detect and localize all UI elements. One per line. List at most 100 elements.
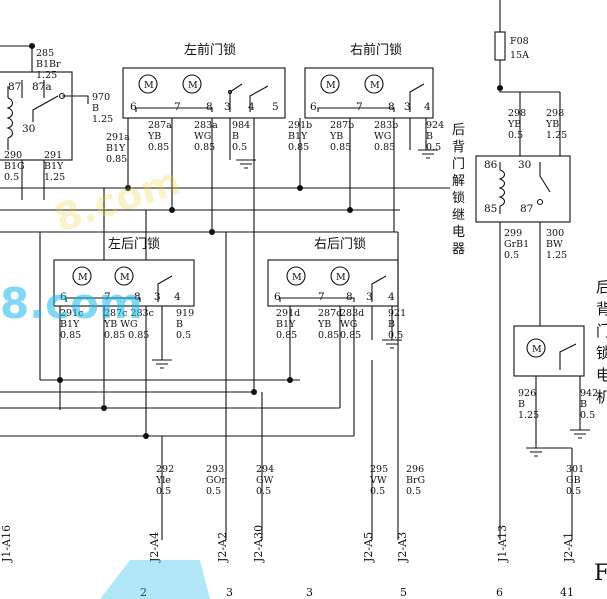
svg-text:3: 3 [404,101,411,113]
vertical-title-char: 后 [596,278,607,296]
svg-text:7: 7 [174,101,181,113]
wire-label-line: 283b [374,120,398,131]
wire-label-line: B [232,131,239,142]
wire-label-line: 0.85 [60,330,81,341]
wire-label-line: B1Y [44,161,64,172]
connector-label: J2-A1 [562,532,575,563]
vertical-title-char: 门 [596,322,607,340]
svg-text:8: 8 [134,291,141,303]
wire-label-line: 293 [206,464,224,475]
wire-label-line: 984 [232,120,250,131]
bottom-number: 3 [306,586,313,599]
lr-lock [53,259,195,307]
wire-label-line: YB [507,119,521,130]
vertical-title-char: 后 [452,123,465,138]
wire-label-line: 0.85 [340,330,361,341]
wire-label-line: 290 [4,150,22,161]
wire-label-line: 294 [256,464,274,475]
wire-label-line: 1.25 [36,70,57,81]
svg-text:4: 4 [174,291,181,303]
right-relay [475,155,571,223]
wire-label-line: 296 [406,464,424,475]
rr-lock-pins: 6 7 8 3 4 [274,291,395,303]
wire-label-line: 1.25 [44,172,65,183]
wire-label-line: 924 [426,120,444,131]
svg-text:87: 87 [520,203,533,215]
svg-text:4: 4 [388,291,395,303]
bottom-number: 6 [496,586,503,599]
connector-label: J2-A30 [252,525,265,563]
wire-label-line: 0.5 [508,130,523,141]
wire-label-line: 298 [546,108,564,119]
wire-label-line: 0.85 0.85 [104,330,149,341]
wire-label-line: 0.5 [566,486,581,497]
wire-label-line: WG [374,131,391,142]
ground-symbols [152,149,590,457]
wire-label-line: B [426,131,433,142]
wire-label-line: B1Y [60,319,80,330]
vertical-title-char: 机 [596,388,607,406]
wire-label-line: 300 [546,228,564,239]
wire-label-line: YB [147,131,161,142]
vertical-title-char: 电 [452,225,465,240]
wire-label-line: 0.85 [288,142,309,153]
watermark-shape [100,560,210,599]
wire-label-line: 1.25 [92,114,113,125]
wire-label-line: VW [369,475,387,486]
wire-label-line: 291b [288,120,312,131]
rr-lock [267,259,399,307]
motor-label: M [144,80,154,91]
svg-text:4: 4 [424,101,431,113]
motor-label: M [370,80,380,91]
svg-text:3: 3 [366,291,373,303]
watermark-text-faint: 8.com [49,159,185,241]
wire-label-line: 1.25 [546,250,567,261]
motor-label: M [188,80,198,91]
vertical-title-char: 门 [452,157,465,172]
wire-label-line: 0.5 [232,142,247,153]
connector-label: J2-A3 [396,532,409,563]
svg-text:6: 6 [274,291,281,303]
bottom-number: 2 [140,586,147,599]
wire-label-line: 0.85 [276,330,297,341]
wire-label-line: B1Br [36,59,61,70]
wire-label-line: 0.5 [256,486,271,497]
wire-label-line: BrG [406,475,425,486]
wire-label-line: WG [194,131,211,142]
wire-label-line: 287d [318,308,342,319]
wire-label-line: 0.5 [4,172,19,183]
wire-label-line: 0.5 [156,486,171,497]
svg-text:30: 30 [22,123,35,135]
svg-text:6: 6 [310,101,317,113]
rf-lock [304,67,434,119]
wire-label-line: 283a [194,120,218,131]
svg-text:85: 85 [484,203,497,215]
bottom-number: 5 [400,586,407,599]
bottom-number: 3 [226,586,233,599]
svg-text:3: 3 [224,101,231,113]
wire-label-line: 0.85 [318,330,339,341]
watermark: 8.com 8.com [0,159,210,599]
lf-lock-pins: 6 7 8 3 4 5 [130,101,279,113]
wire-label-line: B [176,319,183,330]
wire-label-line: 0.5 [388,330,403,341]
wire-label-line: 291a [106,132,130,143]
vertical-title-char: 继 [452,208,465,223]
wire-label-line: GrB1 [504,239,529,250]
wire-label-line: YB [545,119,559,130]
lf-lock-title: 左前门锁 [184,42,236,58]
wire-label-line: 926 [518,388,536,399]
fuse-f08 [494,0,506,88]
